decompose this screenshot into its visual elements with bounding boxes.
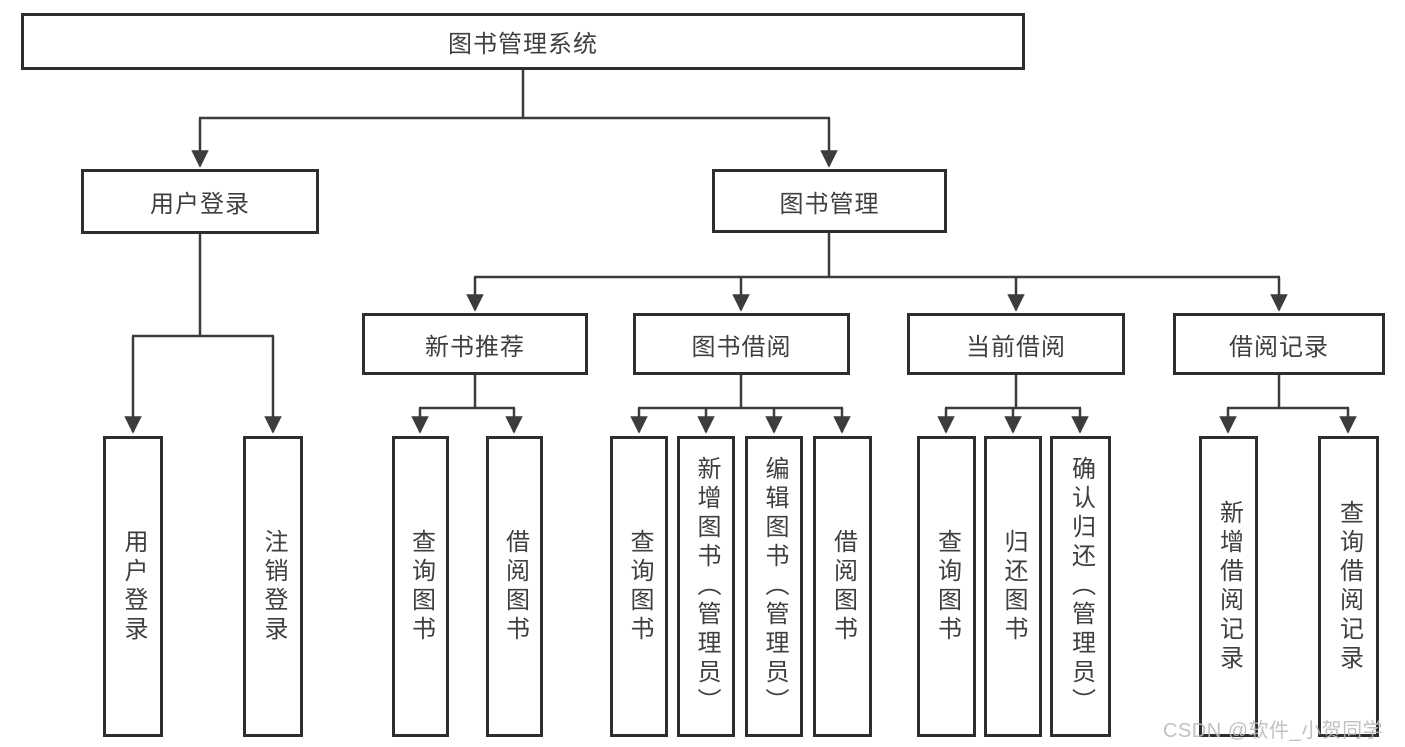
node-label: 借阅图书 [829,528,857,645]
node-book-borrow: 图书借阅 [633,313,850,375]
node-label: 新增借阅记录 [1215,499,1243,674]
node-label: 查询借阅记录 [1335,499,1363,674]
node-label: 图书管理系统 [448,31,598,58]
leaf-br-add-borrow-record: 新增借阅记录 [1199,436,1258,737]
leaf-bb-add-books-admin: 新增图书（管理员） [677,436,735,737]
node-label: 借阅图书 [501,528,529,645]
node-user-login: 用户登录 [81,169,319,234]
leaf-cb-return-books: 归还图书 [984,436,1042,737]
leaf-nb-query-books: 查询图书 [392,436,449,737]
node-label: 查询图书 [933,528,961,645]
node-label: 用户登录 [120,528,147,645]
leaf-nb-borrow-books: 借阅图书 [486,436,543,737]
node-label: 确认归还（管理员） [1067,456,1095,717]
node-label: 查询图书 [626,528,653,645]
node-label: 查询图书 [407,528,435,645]
leaf-cb-query-books: 查询图书 [917,436,976,737]
leaf-bb-borrow-books: 借阅图书 [813,436,872,737]
node-label: 新增图书（管理员） [693,456,720,717]
node-label: 注销登录 [260,528,287,645]
node-label: 新书推荐 [425,333,525,361]
leaf-bb-query-books: 查询图书 [610,436,668,737]
leaf-user-login: 用户登录 [103,436,163,737]
node-current-borrow: 当前借阅 [907,313,1125,375]
node-label: 编辑图书（管理员） [761,456,788,717]
node-label: 归还图书 [1000,528,1027,645]
leaf-cb-confirm-return-admin: 确认归还（管理员） [1050,436,1111,737]
node-label: 当前借阅 [966,333,1066,361]
node-borrow-record: 借阅记录 [1173,313,1385,375]
leaf-bb-edit-books-admin: 编辑图书（管理员） [745,436,803,737]
leaf-br-query-borrow-record: 查询借阅记录 [1318,436,1379,737]
node-label: 图书借阅 [691,333,792,361]
node-label: 用户登录 [150,191,250,218]
watermark: CSDN @软件_小贺同学 [1163,720,1384,742]
node-label: 图书管理 [779,190,880,218]
leaf-logout: 注销登录 [243,436,303,737]
node-book-management: 图书管理 [712,169,947,233]
node-new-book-recommend: 新书推荐 [362,313,588,375]
node-library-system: 图书管理系统 [21,13,1025,70]
node-label: 借阅记录 [1229,333,1329,361]
